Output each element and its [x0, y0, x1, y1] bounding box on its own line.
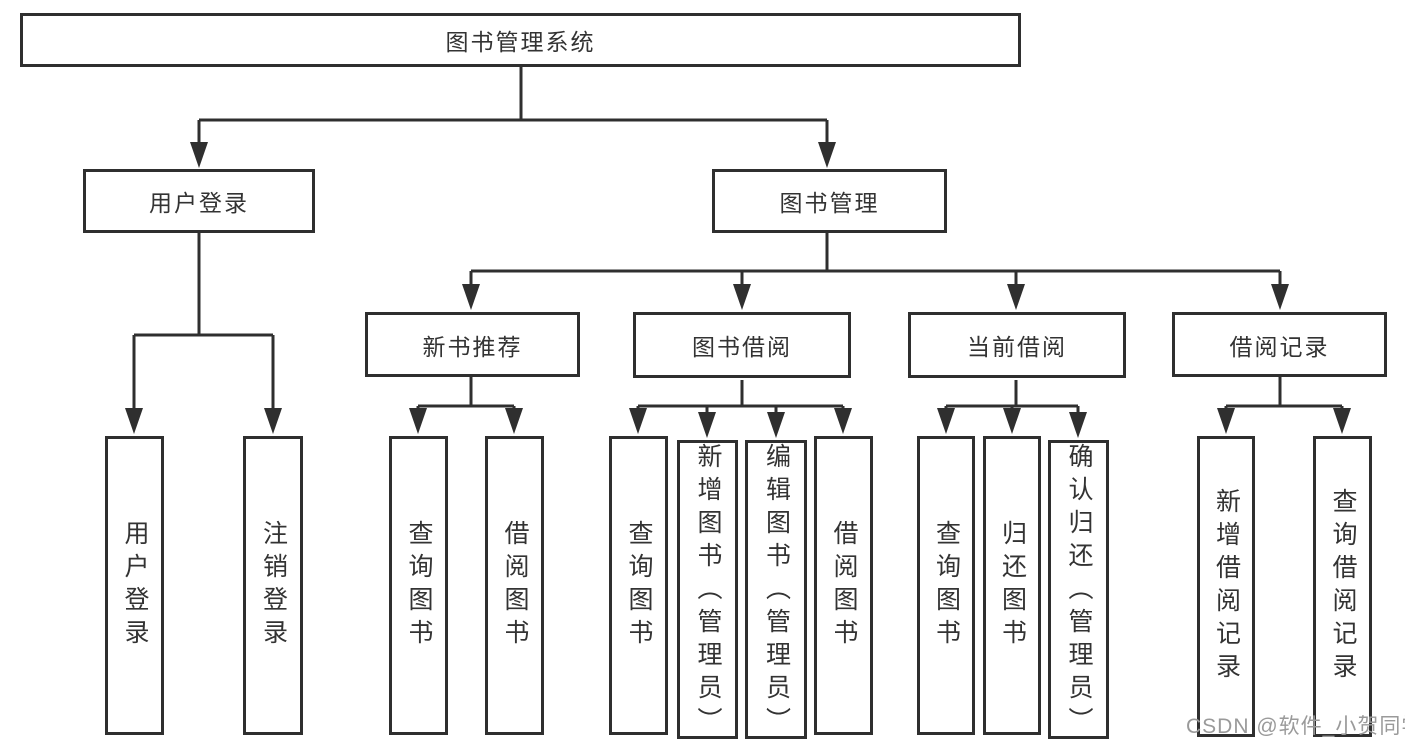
leaf-recommend-query-books: 查询图书: [389, 436, 448, 735]
arrowhead-icon: [264, 408, 282, 434]
leaf-current-query-books: 查询图书: [917, 436, 975, 735]
arrowhead-icon: [1003, 408, 1021, 434]
leaf-records-query-record: 查询借阅记录: [1313, 436, 1372, 737]
leaf-borrowing-borrow-books: 借阅图书: [814, 436, 873, 735]
connector-book-borrowing-to-leaves: [629, 380, 852, 438]
connector-borrow-records-to-leaves: [1217, 377, 1351, 434]
connector-current-borrowing-to-leaves: [937, 380, 1087, 438]
arrowhead-icon: [1271, 284, 1289, 310]
arrowhead-icon: [767, 412, 785, 438]
arrowhead-icon: [190, 142, 208, 168]
arrowhead-icon: [834, 408, 852, 434]
arrowhead-icon: [1217, 408, 1235, 434]
leaf-borrowing-add-books-admin: 新增图书（管理员）: [677, 440, 738, 740]
connector-root-to-level2: [190, 67, 836, 168]
leaf-current-confirm-return-admin: 确认归还（管理员）: [1048, 440, 1109, 740]
arrowhead-icon: [937, 408, 955, 434]
connector-book-management-to-level3: [462, 233, 1289, 310]
node-new-book-recommend: 新书推荐: [365, 312, 580, 377]
arrowhead-icon: [698, 412, 716, 438]
connector-user-login-to-leaves: [125, 233, 282, 434]
arrowhead-icon: [733, 284, 751, 310]
arrowhead-icon: [409, 408, 427, 434]
leaf-borrowing-edit-books-admin: 编辑图书（管理员）: [745, 440, 807, 740]
leaf-records-add-record: 新增借阅记录: [1197, 436, 1255, 737]
node-current-borrowing: 当前借阅: [908, 312, 1126, 378]
leaf-borrowing-query-books: 查询图书: [609, 436, 668, 735]
leaf-recommend-borrow-books: 借阅图书: [485, 436, 544, 735]
watermark-text: CSDN @软件_小贺同学: [1186, 715, 1405, 738]
leaf-current-return-books: 归还图书: [983, 436, 1041, 735]
arrowhead-icon: [1007, 284, 1025, 310]
arrowhead-icon: [1069, 412, 1087, 438]
arrowhead-icon: [462, 284, 480, 310]
leaf-logout: 注销登录: [243, 436, 303, 735]
arrowhead-icon: [125, 408, 143, 434]
node-borrow-records: 借阅记录: [1172, 312, 1387, 377]
leaf-user-login: 用户登录: [105, 436, 164, 735]
node-root-library-management-system: 图书管理系统: [20, 13, 1021, 67]
arrowhead-icon: [629, 408, 647, 434]
connector-new-book-recommend-to-leaves: [409, 377, 523, 434]
node-book-management: 图书管理: [712, 169, 947, 233]
node-user-login: 用户登录: [83, 169, 315, 233]
arrowhead-icon: [1333, 408, 1351, 434]
arrowhead-icon: [505, 408, 523, 434]
arrowhead-icon: [818, 142, 836, 168]
node-book-borrowing: 图书借阅: [633, 312, 851, 378]
